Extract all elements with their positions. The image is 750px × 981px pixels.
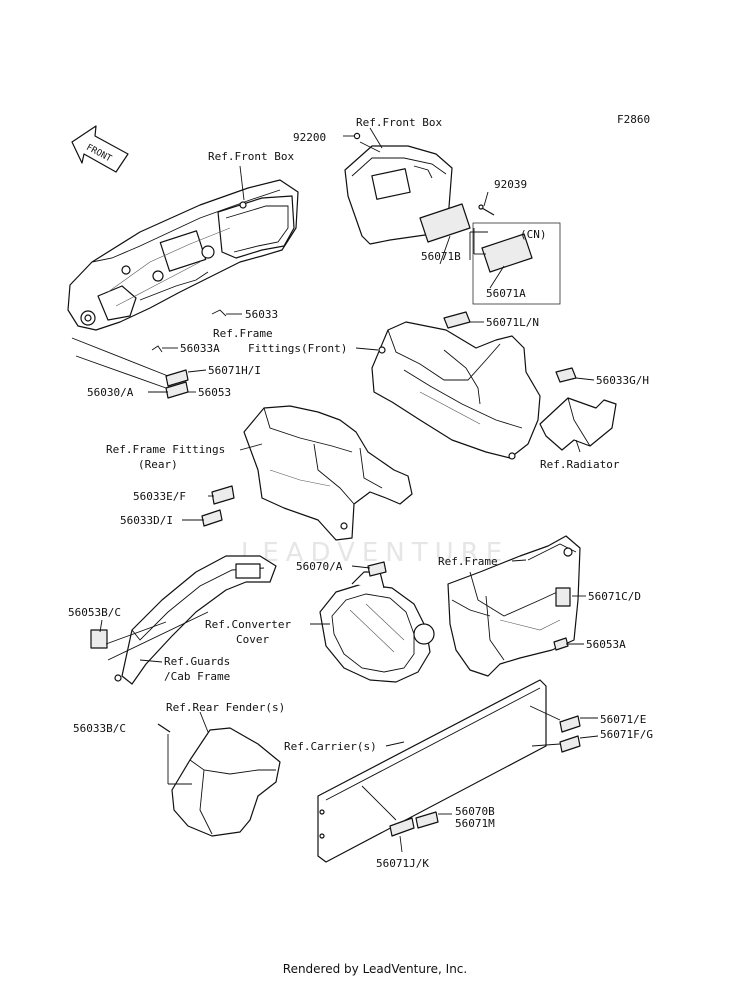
label-56071e: 56071/E: [600, 713, 647, 726]
label-56071ln: 56071L/N: [486, 316, 539, 329]
leader-lines: [71, 127, 599, 853]
label-56071fg: 56071F/G: [600, 728, 653, 741]
frame-fittings-rear: [201, 405, 413, 541]
label-cn: (CN): [520, 228, 547, 241]
label-56071m: 56071M: [455, 817, 495, 830]
main-frame: [447, 535, 581, 677]
label-56033di: 56033D/I: [120, 514, 173, 527]
label-56071jk: 56071J/K: [376, 857, 429, 870]
label-92200: 92200: [293, 131, 327, 144]
label-56070b: 56070B: [455, 805, 495, 818]
label-ref-radiator: Ref.Radiator: [540, 458, 620, 471]
frame-fittings-front: [371, 311, 541, 460]
label-56053a: 56053A: [586, 638, 626, 651]
label-56070a: 56070/A: [296, 560, 343, 573]
label-ref-front-box-top: Ref.Front Box: [356, 116, 443, 129]
footer-credit: Rendered by LeadVenture, Inc.: [282, 962, 468, 976]
carrier-panel: [317, 679, 581, 863]
label-56033gh: 56033G/H: [596, 374, 649, 387]
label-56033bc: 56033B/C: [73, 722, 126, 735]
label-ref-carriers: Ref.Carrier(s): [284, 740, 377, 753]
label-ref-frame: Ref.Frame: [438, 555, 498, 568]
label-56071hi: [165, 369, 189, 387]
clip-56033: [211, 309, 227, 317]
label-56071a: [481, 233, 533, 273]
label-56053: 56053: [198, 386, 232, 399]
front-box-lid: [344, 132, 495, 245]
rear-fender: [157, 723, 281, 837]
label-ref-rear-fender: Ref.Rear Fender(s): [166, 701, 286, 714]
label-92039: 92039: [494, 178, 528, 191]
cn-frame: [472, 222, 561, 305]
label-56033: 56033: [245, 308, 279, 321]
label-56053bc: 56053B/C: [68, 606, 121, 619]
label-56033a: 56033A: [180, 342, 220, 355]
label-ref-frame-fittings-rear-1: Ref.Frame Fittings: [106, 443, 226, 456]
label-56071b: 56071B: [421, 250, 461, 263]
label-56071b: [419, 203, 471, 243]
radiator-bracket: [539, 367, 617, 451]
label-56033ef: 56033E/F: [133, 490, 186, 503]
front-arrow-icon: FRONT: [71, 125, 129, 173]
label-ref-frame-fittings-rear-2: (Rear): [138, 458, 178, 471]
clip-56033a: [151, 345, 163, 353]
label-ref-front-box-left: Ref.Front Box: [208, 150, 295, 163]
guards-cab-frame: [90, 555, 277, 685]
dashboard-assembly: [67, 179, 299, 331]
label-ref-frame-fittings-front-1: Ref.Frame: [213, 327, 273, 340]
label-ref-guards-2: /Cab Frame: [164, 670, 231, 683]
label-ref-guards-1: Ref.Guards: [164, 655, 231, 668]
converter-cover: [319, 561, 435, 683]
watermark: LEADVENTURE: [240, 538, 510, 568]
label-56071cd: 56071C/D: [588, 590, 641, 603]
label-ref-frame-fittings-front-2: Fittings(Front): [248, 342, 348, 355]
figure-code: F2860: [617, 113, 651, 126]
label-ref-converter-cover-2: Cover: [236, 633, 270, 646]
label-56071a: 56071A: [486, 287, 526, 300]
label-ref-converter-cover-1: Ref.Converter: [205, 618, 292, 631]
label-56071hi: 56071H/I: [208, 364, 261, 377]
label-56030a: 56030/A: [87, 386, 134, 399]
